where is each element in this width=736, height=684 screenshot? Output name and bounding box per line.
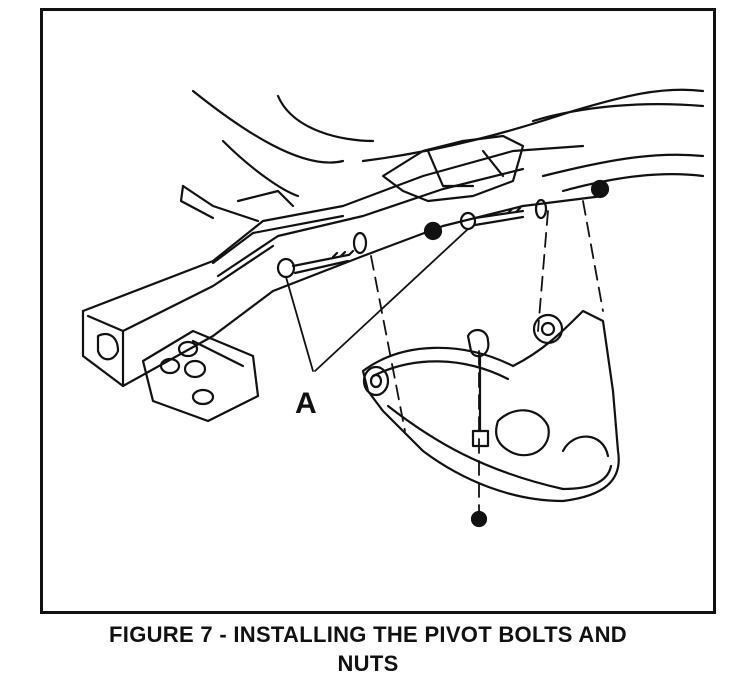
caption-line-1: FIGURE 7 - INSTALLING THE PIVOT BOLTS AN…	[109, 622, 627, 647]
pivot-nut-right	[590, 179, 610, 199]
caption-line-2: NUTS	[337, 651, 399, 676]
figure-caption: FIGURE 7 - INSTALLING THE PIVOT BOLTS AN…	[0, 620, 736, 678]
callout-label-a: A	[295, 387, 317, 420]
pivot-bolt-left	[276, 231, 368, 279]
ball-joint-nut	[470, 510, 488, 528]
pivot-nut-left	[423, 221, 443, 241]
frame-rail	[81, 144, 605, 388]
upper-mount	[381, 134, 525, 203]
suspension-illustration: A	[81, 88, 705, 528]
callout-leaders	[285, 228, 469, 372]
mounting-bracket	[141, 329, 260, 423]
lower-control-arm	[361, 309, 620, 503]
pivot-bolt-right	[459, 198, 548, 231]
figure-frame: A	[40, 8, 716, 614]
body-panel-lines	[191, 88, 705, 198]
